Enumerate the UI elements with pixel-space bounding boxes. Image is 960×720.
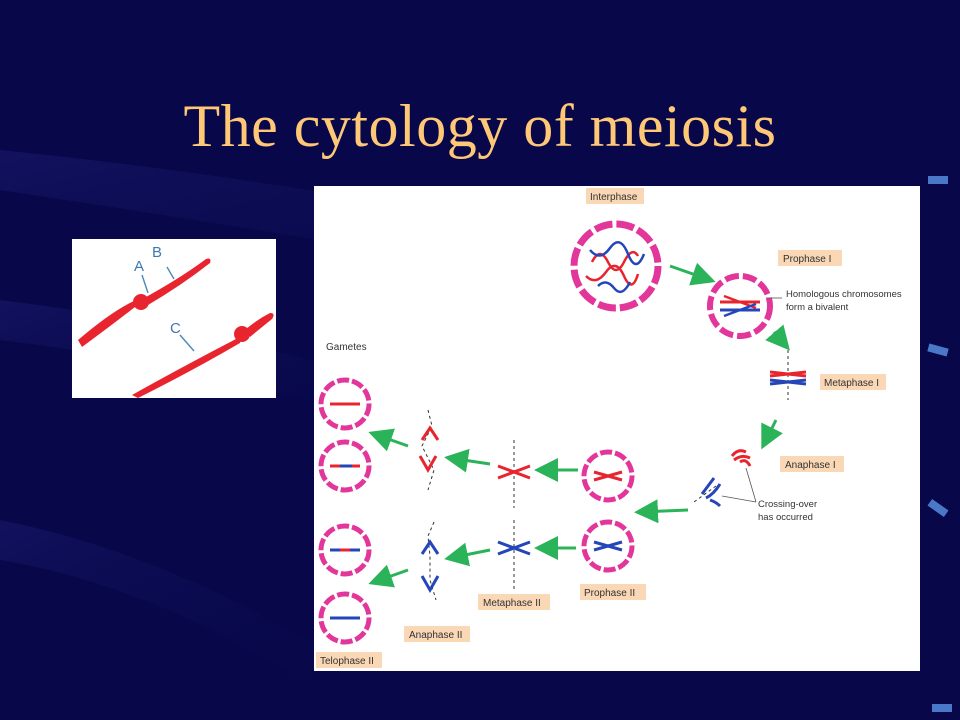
meiosis-diagram: Interphase Prophase I Homologous chromos… (314, 186, 920, 671)
crossing-over-annotation-line1: Crossing-over (758, 499, 817, 510)
interphase-cell (570, 220, 662, 312)
gamete-cell-3 (318, 523, 372, 577)
gamete-cell-4 (318, 591, 372, 645)
stage-label-metaphase-2: Metaphase II (483, 598, 541, 609)
prophase-1-cell (707, 273, 773, 339)
crossing-over-annotation-line2: has occurred (758, 512, 813, 523)
label-c: C (170, 320, 181, 337)
label-b: B (152, 244, 162, 261)
label-a: A (134, 258, 144, 275)
decor-dash (927, 343, 949, 357)
decor-dash (932, 704, 952, 712)
prophase-2-cell-red (581, 449, 635, 503)
chromosome-2 (132, 313, 274, 398)
decor-dash (927, 498, 949, 518)
bivalent-annotation-line2: form a bivalent (786, 302, 849, 313)
stage-label-anaphase-1: Anaphase I (785, 460, 836, 471)
metaphase-1-figure (769, 350, 807, 400)
chromosome-1 (78, 258, 211, 347)
anaphase-1-figure (693, 449, 752, 508)
stage-label-telophase-2: Telophase II (320, 656, 374, 667)
anaphase-2-blue (420, 521, 440, 601)
gamete-cell-2 (318, 439, 372, 493)
stage-label-interphase: Interphase (590, 192, 638, 203)
anaphase-2-red (418, 409, 440, 491)
slide-title: The cytology of meiosis (183, 93, 777, 159)
chromosome-inset-figure: A B C (72, 239, 276, 398)
stage-label-anaphase-2: Anaphase II (409, 630, 462, 641)
stage-label-prophase-2: Prophase II (584, 588, 635, 599)
metaphase-2-blue (497, 520, 531, 590)
process-arrows (368, 262, 790, 588)
decor-dash (928, 176, 948, 184)
gamete-cell-1 (318, 377, 372, 431)
stage-label-metaphase-1: Metaphase I (824, 378, 879, 389)
bivalent-annotation-line1: Homologous chromosomes (786, 289, 902, 300)
prophase-2-cell-blue (581, 519, 635, 573)
gametes-label: Gametes (326, 342, 367, 353)
stage-label-prophase-1: Prophase I (783, 254, 831, 265)
metaphase-2-red (497, 440, 531, 508)
